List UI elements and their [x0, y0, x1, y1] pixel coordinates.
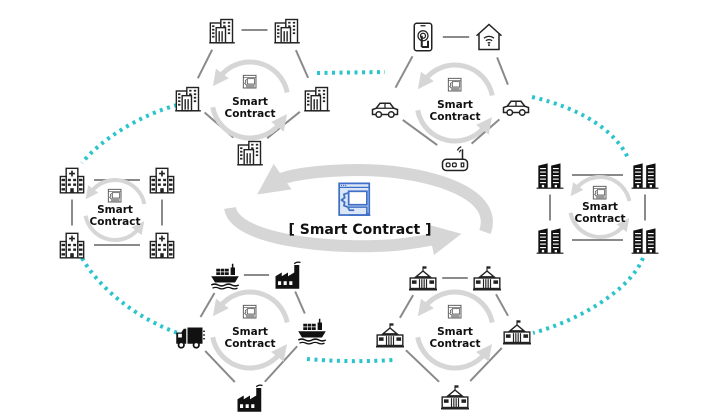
label-line-1: Smart — [437, 325, 473, 338]
cycle-arrow-top — [212, 289, 290, 324]
connector-offices-hospitals — [80, 103, 178, 165]
connected-car-icon — [502, 100, 530, 116]
central-smart-contract-label: [ Smart Contract ] — [288, 221, 432, 238]
cluster-link — [294, 291, 306, 314]
cluster-offices — [174, 18, 331, 166]
factory-icon — [236, 384, 264, 413]
government-building-icon — [376, 322, 404, 348]
smart-contract-icon — [242, 74, 257, 89]
cycle-arrow-bottom — [415, 109, 493, 144]
office-building-icon — [208, 18, 236, 44]
cycle-arrow-bottom — [83, 215, 145, 242]
smart-contract-icon — [107, 188, 122, 203]
cluster-logistics — [175, 261, 327, 413]
cargo-ship-icon — [297, 318, 327, 345]
cluster-hospitals — [59, 167, 175, 259]
label-line-2: Contract — [224, 338, 276, 350]
delivery-truck-icon — [175, 326, 205, 349]
government-building-icon — [473, 265, 501, 291]
cluster-link — [294, 49, 310, 79]
inter-cluster-connectors — [80, 70, 645, 364]
hospital-icon — [149, 167, 175, 194]
cycle-arrow-top — [570, 175, 632, 202]
server-tower-icon — [631, 162, 659, 189]
smart-contract-icon — [242, 304, 257, 319]
label-line-1: Smart — [232, 325, 268, 338]
label-line-1: Smart — [232, 95, 268, 108]
server-tower-icon — [536, 227, 564, 254]
cluster-link — [199, 292, 216, 318]
cluster-link — [495, 293, 509, 317]
cycle-arrow-bottom — [568, 212, 630, 239]
hospital-icon — [59, 232, 85, 259]
office-building-icon — [273, 18, 301, 44]
cluster-iot — [371, 22, 530, 172]
smart-contract-icon — [592, 185, 607, 200]
connector-logistics-government — [306, 357, 394, 364]
government-building-icon — [503, 319, 531, 345]
wifi-router-icon — [441, 146, 469, 172]
government-building-icon — [409, 265, 437, 291]
label-line-1: Smart — [97, 203, 133, 216]
label-line-2: Contract — [429, 111, 481, 123]
cluster-link — [399, 294, 414, 319]
label-line-1: Smart — [437, 98, 473, 111]
smart-home-icon — [475, 23, 503, 51]
electric-car-icon — [371, 102, 399, 118]
central-smart-contract-icon — [338, 182, 372, 217]
cycle-arrow-top — [85, 178, 147, 205]
smartphone-touch-icon — [413, 22, 433, 52]
hospital-icon — [149, 232, 175, 259]
government-building-icon — [441, 384, 469, 410]
server-tower-icon — [536, 162, 564, 189]
connector-datacenters-government — [532, 257, 645, 335]
central-arrow-bottom — [224, 206, 462, 256]
cluster-link — [496, 57, 509, 85]
label-line-2: Contract — [224, 108, 276, 120]
office-building-icon — [303, 86, 331, 112]
server-tower-icon — [631, 227, 659, 254]
smart-contract-icon — [447, 304, 462, 319]
label-line-2: Contract — [89, 216, 141, 228]
smart-contract-icon — [447, 77, 462, 92]
office-building-icon — [236, 140, 264, 166]
cluster-link — [196, 49, 214, 79]
cluster-data-centers — [536, 162, 659, 254]
cycle-arrow-bottom — [210, 106, 288, 141]
cycle-arrow-top — [417, 62, 495, 97]
connector-hospitals-logistics — [80, 257, 179, 335]
cluster-link — [469, 347, 503, 382]
cycle-arrow-top — [212, 59, 290, 94]
cluster-link — [394, 55, 414, 89]
cycle-arrow-top — [417, 289, 495, 324]
cluster-link — [405, 349, 440, 383]
cycle-arrow-bottom — [210, 336, 288, 371]
label-line-2: Contract — [429, 338, 481, 350]
central-cycle-arrows — [224, 163, 493, 256]
cargo-ship-icon — [210, 263, 240, 290]
cluster-link — [402, 119, 438, 146]
hospital-icon — [59, 167, 85, 194]
label-line-1: Smart — [582, 200, 618, 213]
cluster-government — [376, 265, 531, 410]
connector-offices-iot — [316, 70, 386, 75]
cluster-link — [204, 350, 236, 383]
office-building-icon — [174, 86, 202, 112]
label-line-2: Contract — [574, 213, 626, 225]
connector-iot-datacenters — [531, 95, 630, 159]
factory-icon — [274, 261, 302, 290]
cycle-arrow-bottom — [415, 336, 493, 371]
central-arrow-top — [257, 163, 493, 235]
cluster-link — [264, 345, 298, 383]
